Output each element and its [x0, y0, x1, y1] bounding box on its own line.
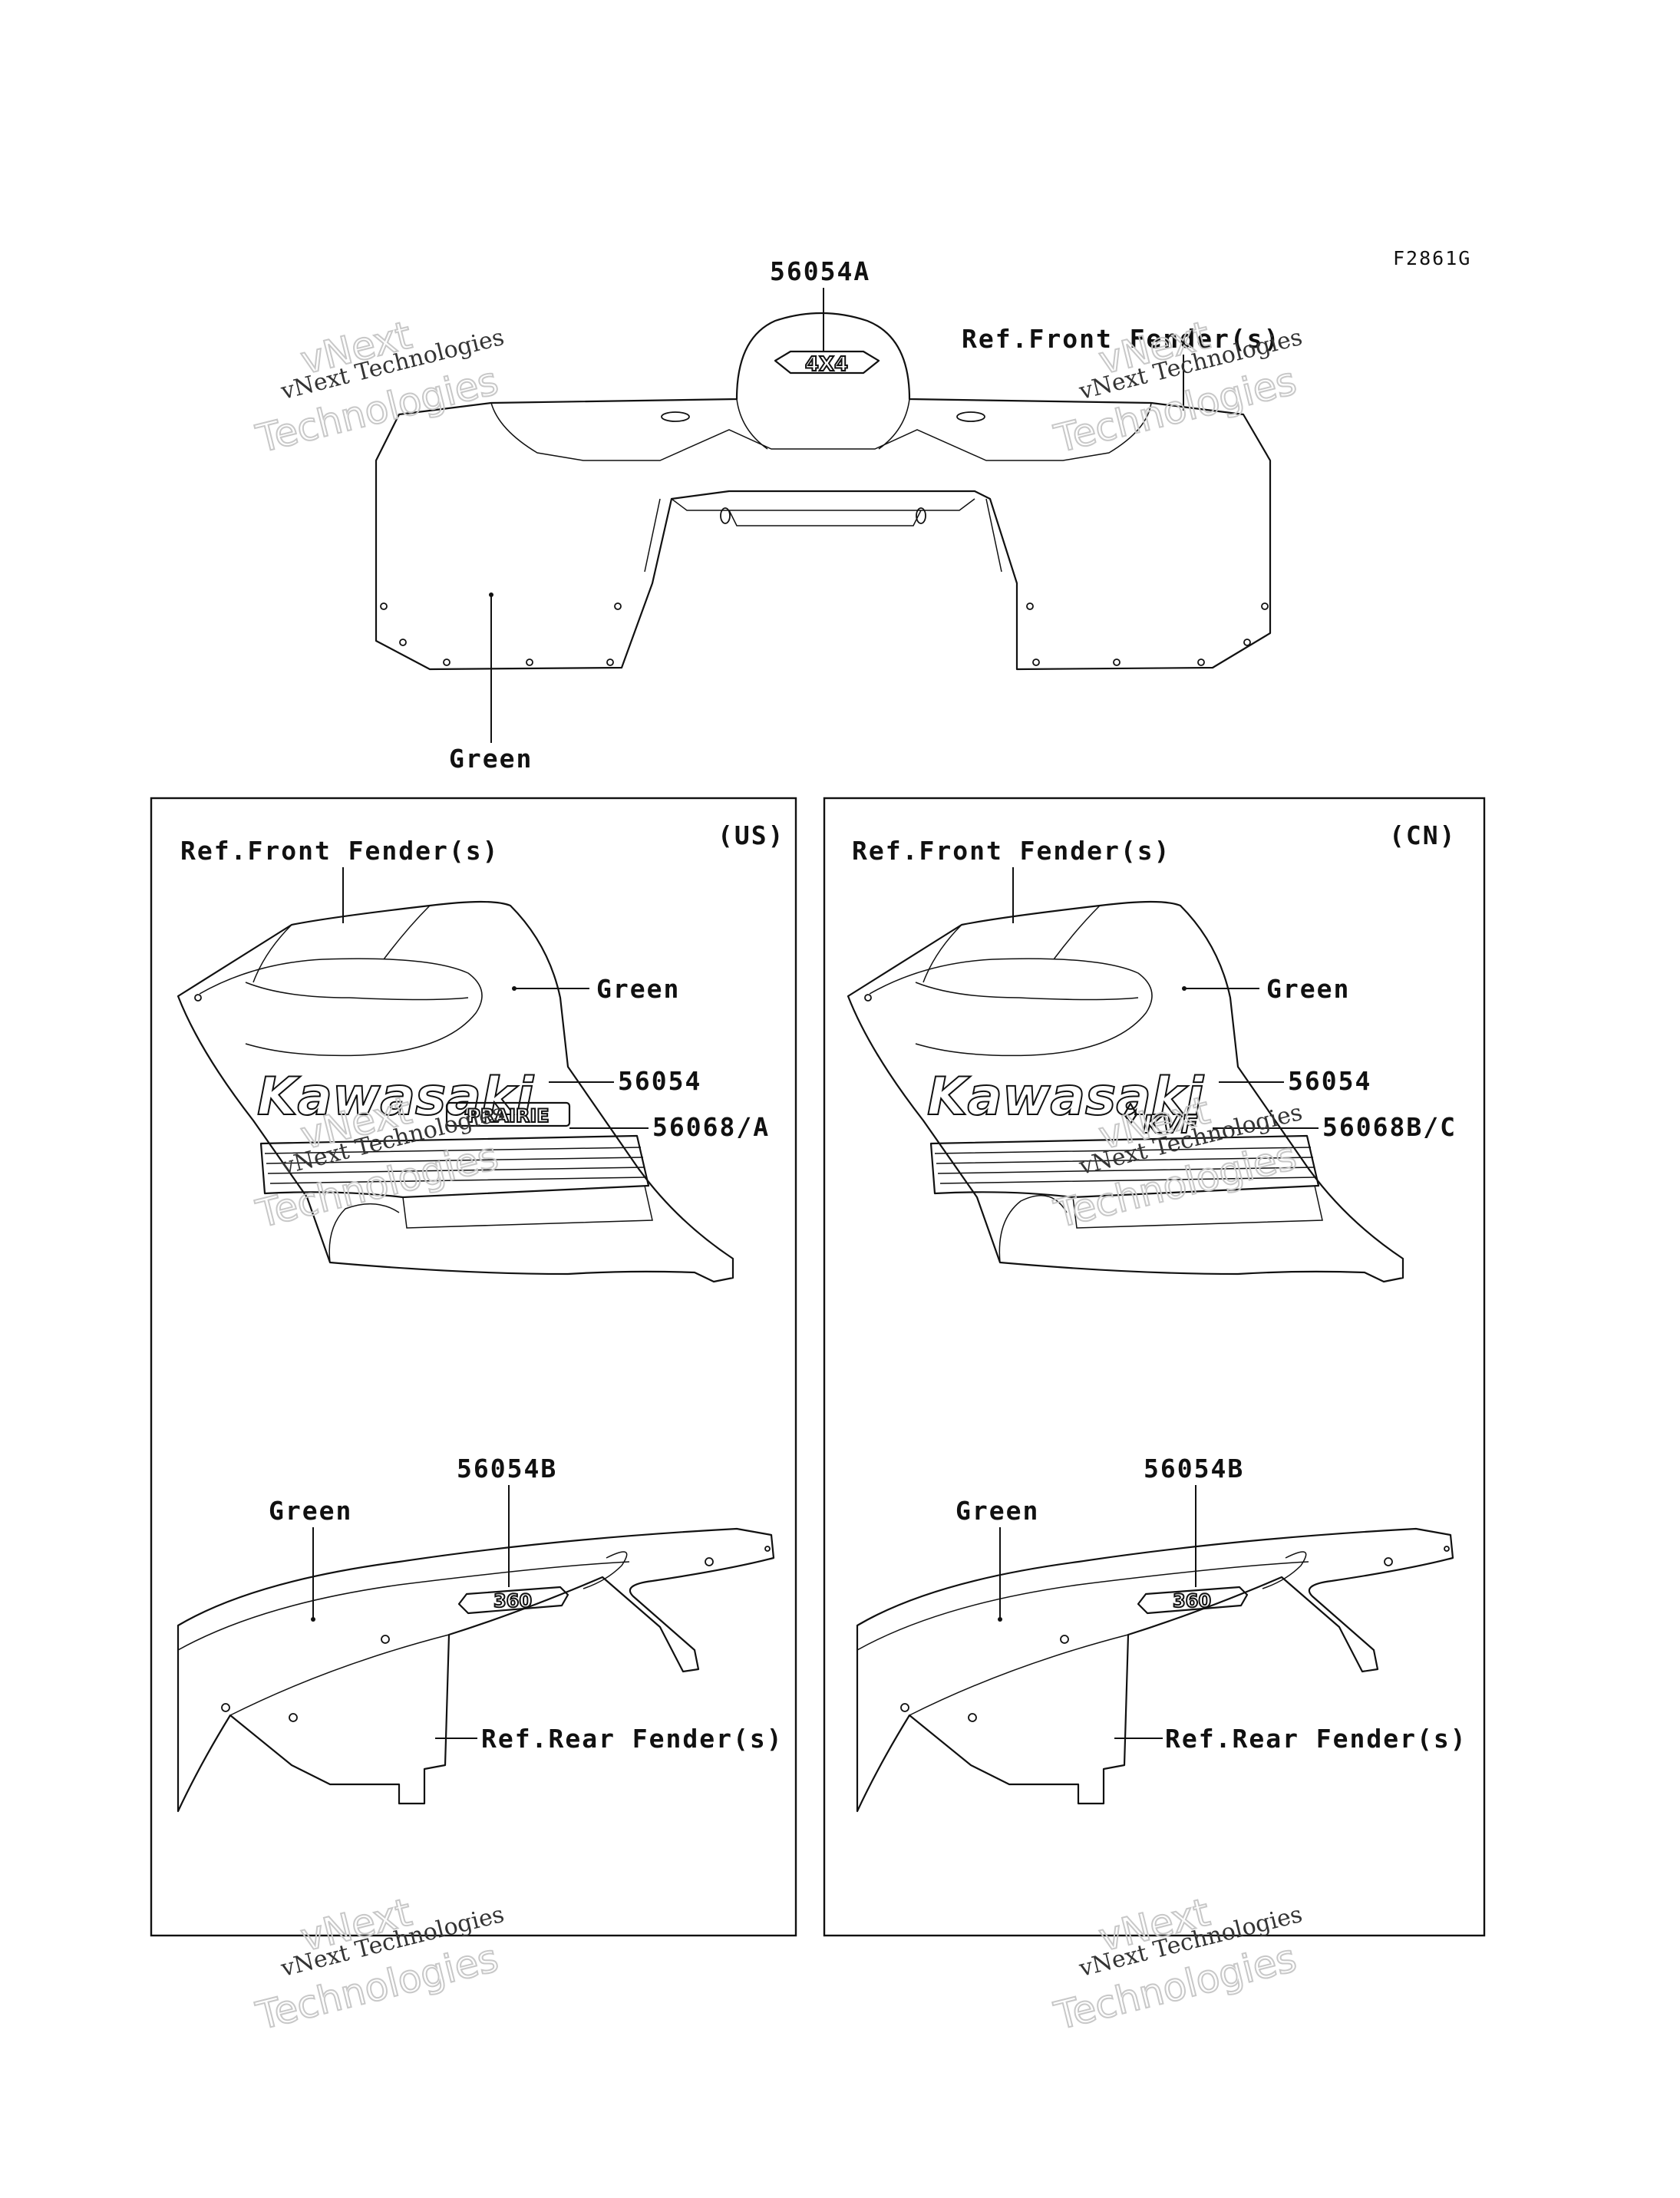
svg-text:360: 360: [493, 1590, 532, 1612]
label-us-ref-front-fender: Ref.Front Fender(s): [180, 836, 500, 866]
label-cn-region: (CN): [1389, 820, 1456, 850]
cn-front-fender-side: [847, 900, 1404, 1283]
badge-4x4-decal: 4X4: [774, 350, 880, 377]
panel-cn-box: [823, 797, 1486, 1937]
panel-cn: (CN) Ref.Front Fender(s) Kawasaki KVF Gr…: [847, 820, 1467, 1813]
watermark-mid-right: vNext vNext Technologies Technologies: [1049, 1087, 1305, 1238]
watermark-top-left: vNext vNext Technologies Technologies: [251, 312, 507, 463]
watermark-top-right: vNext vNext Technologies Technologies: [1049, 312, 1305, 463]
label-cn-56068: 56068B/C: [1322, 1112, 1457, 1142]
us-rear-fender-side: [177, 1527, 775, 1813]
label-cn-green-rear: Green: [956, 1496, 1039, 1526]
label-us-ref-rear-fender: Ref.Rear Fender(s): [481, 1724, 784, 1754]
panel-us-box: [150, 797, 797, 1937]
us-front-fender-side: [177, 900, 734, 1283]
figure-code: F2861G: [1393, 247, 1471, 269]
label-us-56068: 56068/A: [652, 1112, 770, 1142]
panel-us: (US) Ref.Front Fender(s) Kawasaki PRAIRI…: [177, 820, 784, 1813]
label-us-56054B: 56054B: [457, 1454, 557, 1483]
svg-text:Kawasaki: Kawasaki: [257, 1067, 535, 1127]
label-us-green-front: Green: [596, 974, 680, 1004]
label-cn-56054B: 56054B: [1144, 1454, 1244, 1483]
svg-text:360: 360: [1173, 1590, 1211, 1612]
us-prairie-decal: PRAIRIE: [445, 1101, 571, 1127]
svg-text:4X4: 4X4: [805, 353, 848, 376]
watermark-bottom-right: vNext vNext Technologies Technologies: [1049, 1889, 1305, 2040]
label-top-green: Green: [449, 744, 533, 774]
label-cn-56054: 56054: [1288, 1066, 1371, 1096]
label-us-56054: 56054: [618, 1066, 701, 1096]
us-kawasaki-decal: Kawasaki: [256, 1066, 536, 1128]
svg-text:Kawasaki: Kawasaki: [927, 1067, 1205, 1127]
label-cn-ref-rear-fender: Ref.Rear Fender(s): [1165, 1724, 1467, 1754]
label-top-ref-front-fender: Ref.Front Fender(s): [962, 324, 1281, 354]
svg-text:PRAIRIE: PRAIRIE: [467, 1105, 549, 1127]
front-fender-top-view: 4X4: [375, 312, 1272, 671]
cn-kvf-decal: KVF: [1123, 1102, 1199, 1140]
label-cn-green-front: Green: [1266, 974, 1350, 1004]
watermark-bottom-left: vNext vNext Technologies Technologies: [251, 1889, 507, 2040]
label-us-region: (US): [718, 820, 784, 850]
svg-text:KVF: KVF: [1143, 1110, 1198, 1139]
label-cn-ref-front-fender: Ref.Front Fender(s): [852, 836, 1171, 866]
cn-360-decal: 360: [1137, 1586, 1249, 1615]
label-us-green-rear: Green: [269, 1496, 352, 1526]
us-360-decal: 360: [457, 1586, 569, 1615]
cn-rear-fender-side: [856, 1527, 1454, 1813]
label-56054A: 56054A: [770, 256, 870, 286]
cn-kawasaki-decal: Kawasaki: [926, 1066, 1206, 1128]
